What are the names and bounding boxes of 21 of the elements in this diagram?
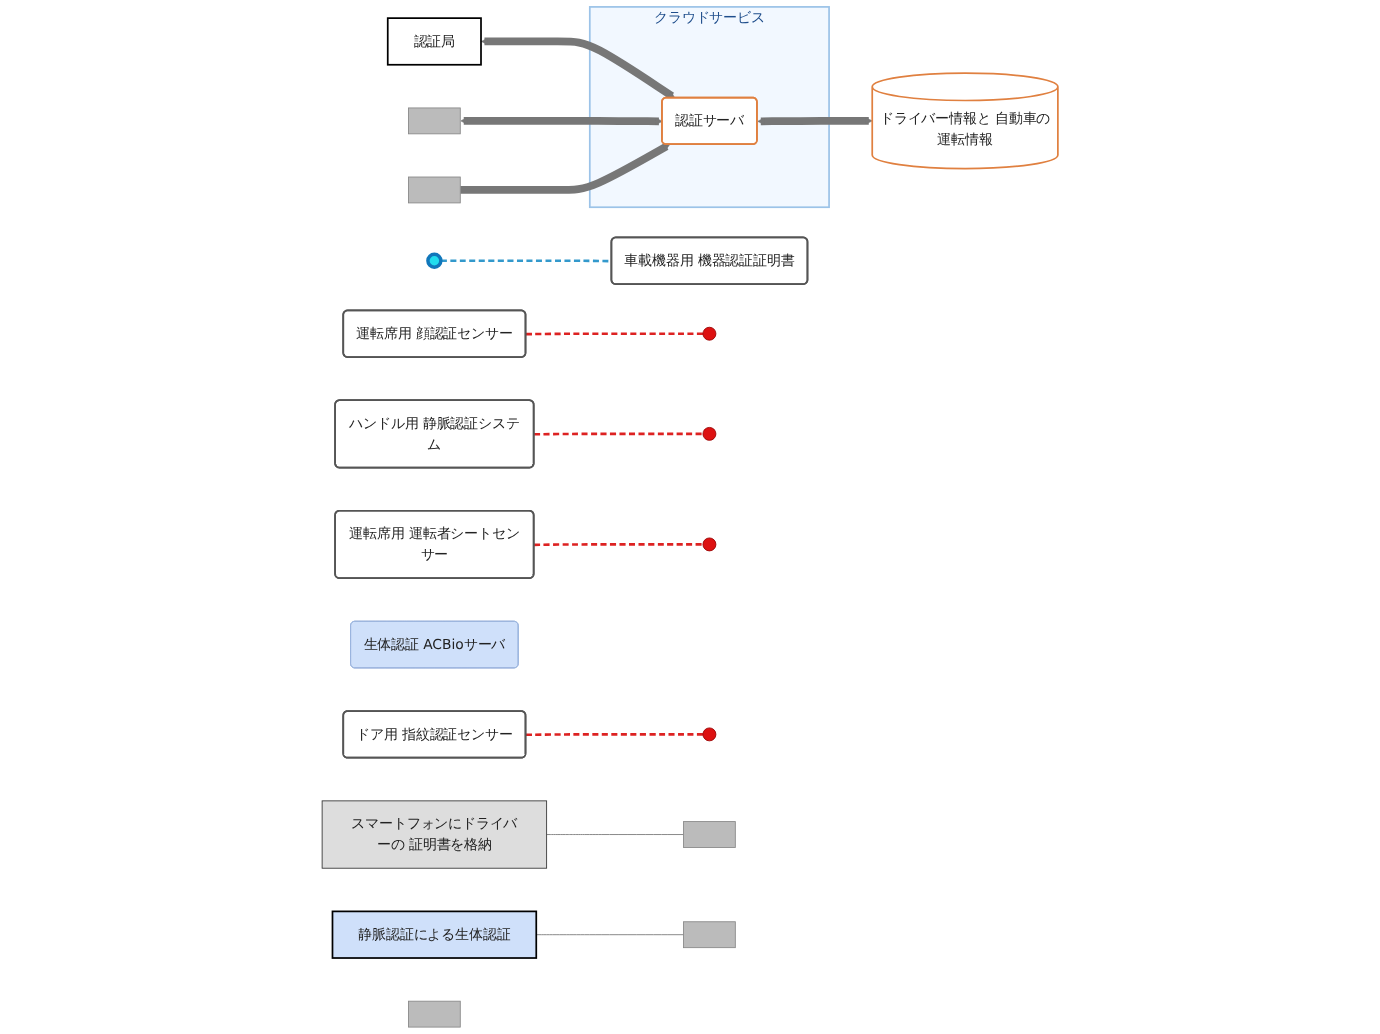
connector [525, 332, 703, 336]
node-box [408, 107, 461, 135]
connector [440, 259, 612, 263]
node-circle [426, 252, 443, 269]
node-circle [702, 326, 717, 341]
connector [534, 432, 703, 436]
arrow [757, 117, 873, 126]
arrow [460, 142, 670, 194]
node-circle [702, 537, 717, 552]
arrow [481, 37, 676, 100]
node-box [683, 921, 736, 949]
node-box [408, 1000, 461, 1028]
connector [535, 934, 684, 936]
connector [546, 834, 684, 835]
connector [534, 543, 703, 547]
node-circle [702, 427, 717, 441]
arrow [460, 117, 663, 126]
node-circle [702, 727, 717, 742]
node-box [683, 821, 736, 848]
connector [525, 733, 703, 737]
node-box [408, 176, 461, 204]
